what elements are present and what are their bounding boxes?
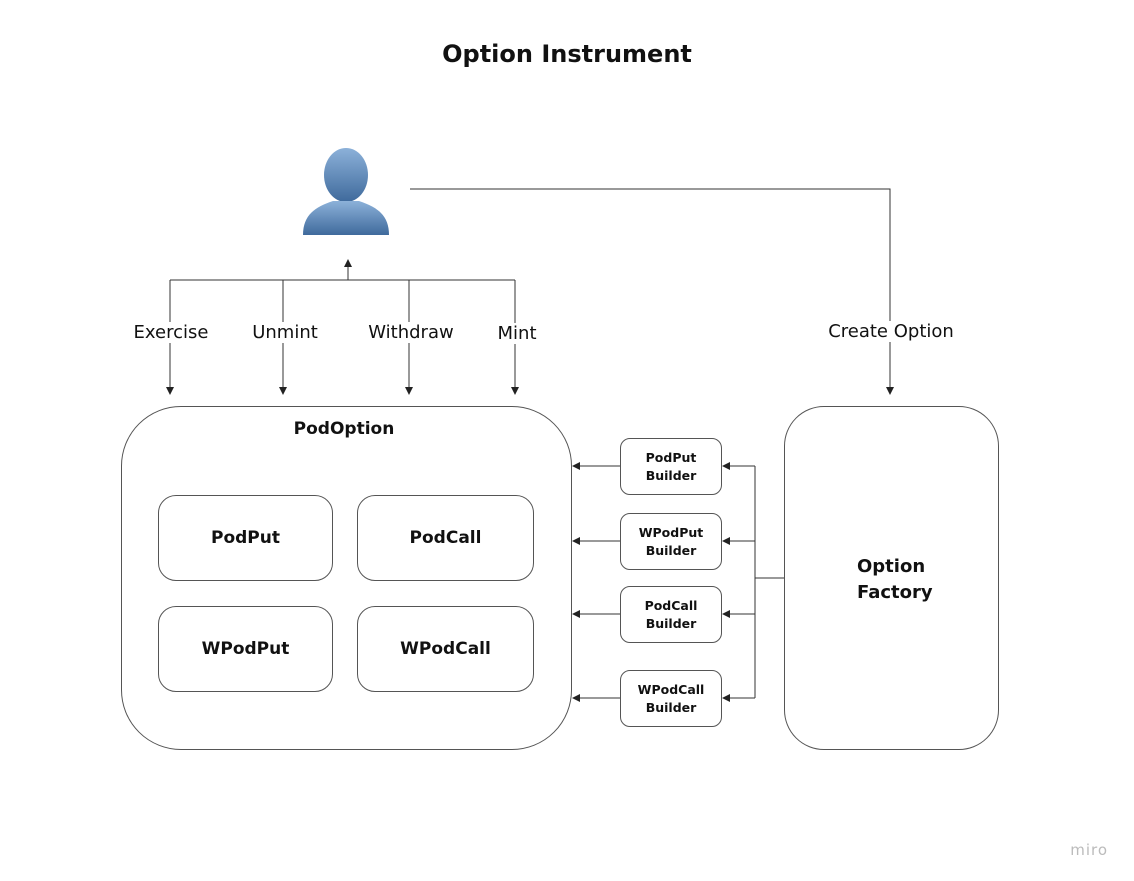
user-to-factory-line bbox=[410, 188, 894, 395]
podcall-builder-box: PodCall Builder bbox=[620, 586, 722, 643]
podcall-builder-line2: Builder bbox=[645, 615, 697, 631]
wpodput-box: WPodPut bbox=[158, 606, 333, 692]
podput-builder-line1: PodPut bbox=[645, 449, 697, 465]
podcall-builder-line1: PodCall bbox=[644, 597, 698, 613]
podcall-label: PodCall bbox=[409, 528, 482, 548]
option-factory-line2: Factory bbox=[857, 582, 933, 603]
wpodput-label: WPodPut bbox=[201, 639, 290, 659]
wpodput-builder-line1: WPodPut bbox=[638, 524, 704, 540]
podput-label: PodPut bbox=[211, 528, 280, 548]
podput-builder-box: PodPut Builder bbox=[620, 438, 722, 495]
option-factory-box bbox=[784, 406, 999, 750]
podcall-box: PodCall bbox=[357, 495, 534, 581]
action-label-unmint: Unmint bbox=[245, 322, 325, 343]
miro-watermark: miro bbox=[1070, 841, 1108, 859]
wpodput-builder-box: WPodPut Builder bbox=[620, 513, 722, 570]
user-icon bbox=[303, 148, 389, 235]
action-label-withdraw: Withdraw bbox=[364, 322, 458, 343]
action-label-exercise: Exercise bbox=[130, 322, 212, 343]
podput-builder-line2: Builder bbox=[645, 467, 697, 483]
diagram-title: Option Instrument bbox=[442, 40, 692, 68]
pod-option-label: PodOption bbox=[293, 419, 395, 439]
action-label-mint: Mint bbox=[490, 323, 544, 344]
option-factory-label: Option Factory bbox=[857, 554, 933, 606]
wpodput-builder-line2: Builder bbox=[645, 542, 697, 558]
wpodcall-box: WPodCall bbox=[357, 606, 534, 692]
podput-box: PodPut bbox=[158, 495, 333, 581]
create-option-label: Create Option bbox=[826, 321, 956, 342]
wpodcall-builder-line2: Builder bbox=[645, 699, 697, 715]
wpodcall-label: WPodCall bbox=[400, 639, 491, 659]
wpodcall-builder-line1: WPodCall bbox=[637, 681, 705, 697]
option-factory-line1: Option bbox=[857, 556, 926, 577]
wpodcall-builder-box: WPodCall Builder bbox=[620, 670, 722, 727]
